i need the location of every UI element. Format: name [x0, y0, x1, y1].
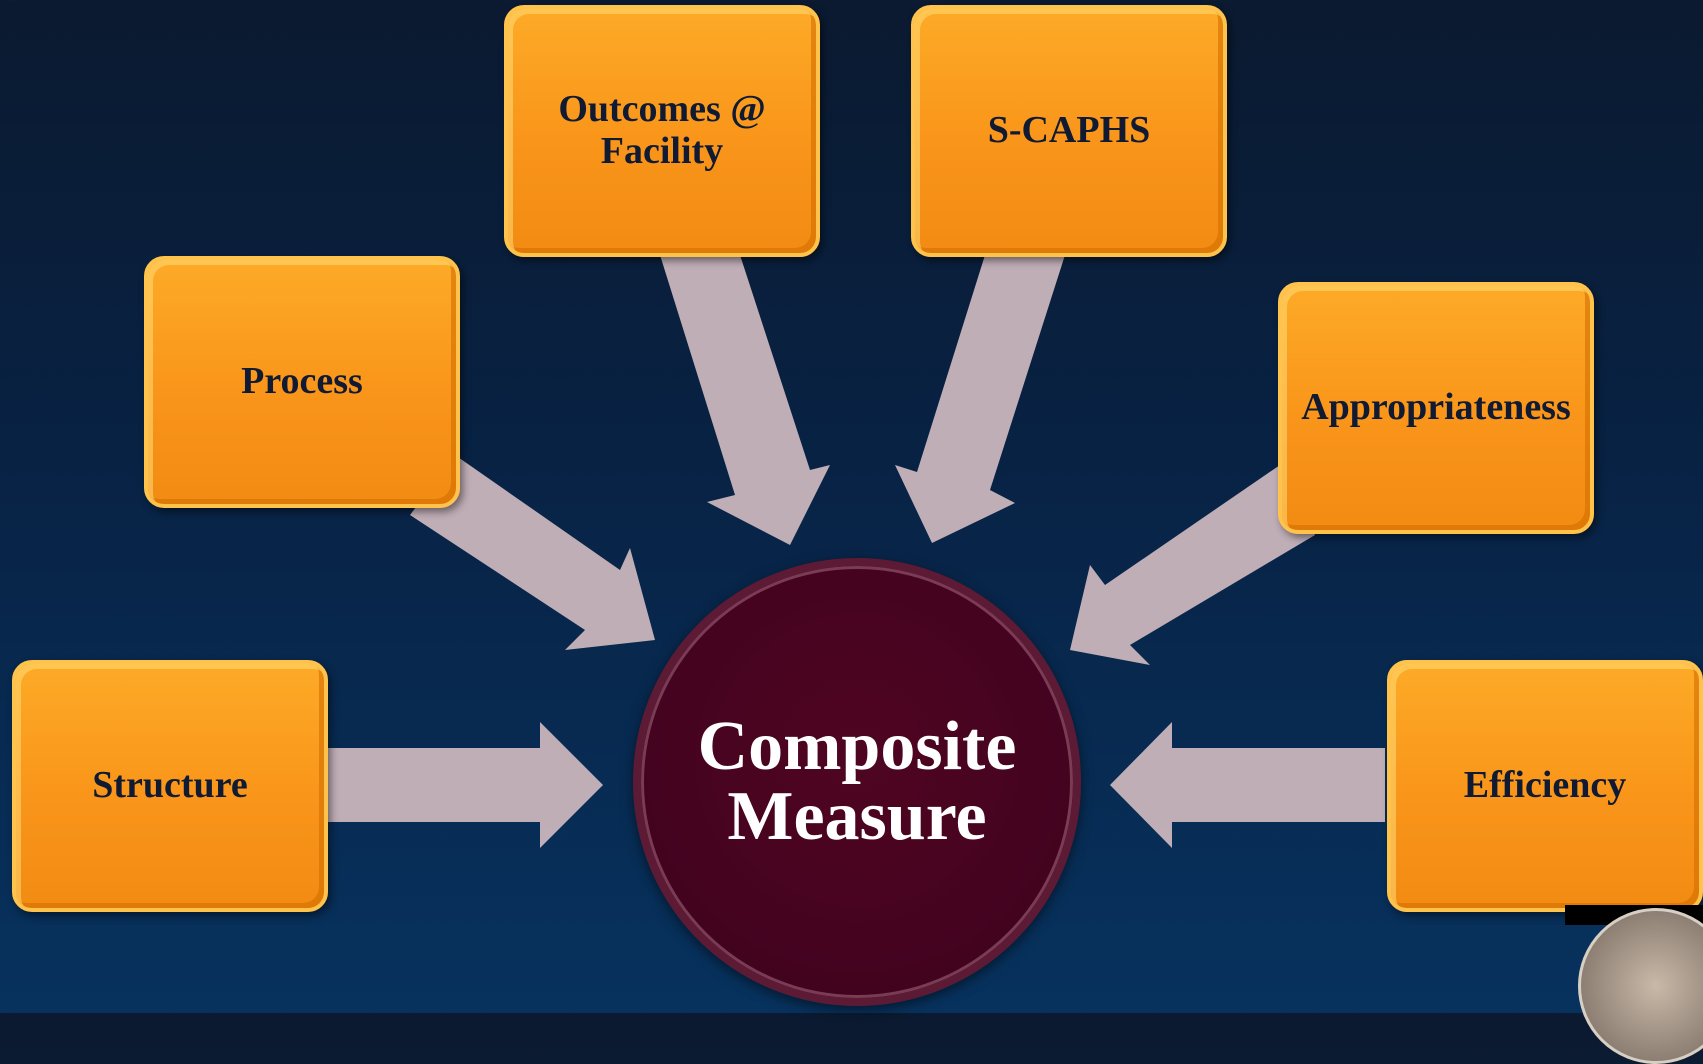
center-label-line1: Composite [697, 708, 1017, 785]
arrow-appropriateness [1070, 465, 1315, 665]
composite-measure-circle: Composite Measure [633, 558, 1081, 1006]
arrow-process [410, 455, 655, 650]
box-structure-label: Structure [92, 764, 248, 807]
diagram-canvas [325, 255, 1385, 848]
box-appropriateness: Appropriateness [1278, 282, 1594, 534]
arrows-group [325, 255, 1385, 848]
box-process: Process [144, 256, 460, 508]
arrow-scaphs [895, 255, 1065, 543]
box-structure: Structure [12, 660, 328, 912]
arrow-outcomes [660, 255, 830, 545]
center-label-line2: Measure [727, 778, 987, 855]
box-outcomes-label-line1: Outcomes @ [558, 88, 766, 131]
box-s-caphs-label: S-CAPHS [987, 109, 1151, 152]
box-outcomes-label-line2: Facility [600, 130, 724, 172]
box-s-caphs: S-CAPHS [911, 5, 1227, 257]
box-outcomes-facility: Outcomes @ Facility [504, 5, 820, 257]
box-process-label: Process [241, 360, 363, 403]
box-appropriateness-label: Appropriateness [1301, 386, 1571, 429]
box-efficiency-label: Efficiency [1463, 764, 1627, 807]
arrow-structure [325, 722, 603, 848]
box-efficiency: Efficiency [1387, 660, 1703, 912]
arrow-efficiency [1110, 722, 1385, 848]
